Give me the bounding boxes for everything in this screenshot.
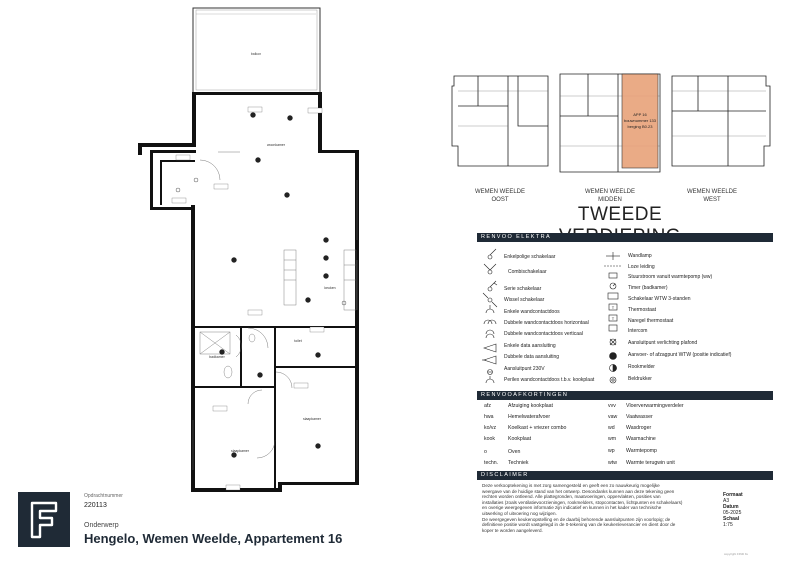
abbr-left-code-3: kook (484, 436, 495, 442)
building-label-west: WEMEN WEELDE WEST (686, 189, 737, 203)
balcony-label: balkon (251, 52, 261, 56)
building-label-midden: WEMEN WEELDE MIDDEN (584, 189, 635, 203)
abbr-right-code-0: vvv (608, 403, 616, 409)
legend-electra-right-11: Beldrukker (628, 376, 652, 382)
legend-electra-right-3: Timer (badkamer) (628, 285, 668, 291)
legend-electra-right-10: Rookmelder (628, 364, 655, 370)
svg-text:T: T (612, 305, 615, 310)
abbr-left-text-5: Techniek (508, 460, 529, 466)
balcony-area: balkon (192, 7, 321, 94)
meta-format: Formaat A3 Datum 05-2025 Schaal 1:75 (723, 492, 743, 528)
bathroom-fixtures (199, 331, 256, 379)
logo-mark-icon (30, 501, 58, 539)
legend-electra-left-1: Combischakelaar (508, 269, 547, 275)
abbr-right-text-3: Wasmachine (626, 436, 656, 442)
abbr-right-text-5: Warmte terugwin unit (626, 460, 675, 466)
legend-electra-header: RENVOO ELEKTRA (477, 233, 773, 242)
legend-electra-right-5: Thermostaat (628, 307, 657, 313)
abbr-right-code-1: vaw (608, 414, 618, 420)
abbr-right-code-5: wtw (608, 460, 617, 466)
abbr-left-code-1: hwa (484, 414, 494, 420)
abbr-left-text-2: Koelkast + vriezer combo (508, 425, 567, 431)
abbr-left-text-4: Oven (508, 449, 521, 455)
legend-electra-left-8: Dubbele data aansluiting (504, 354, 560, 360)
legend-electra-left-10: Perilex wandcontactdoos t.b.v. kookplaat (504, 377, 595, 383)
legend-abbr-header: RENVOOAFKORTINGEN (477, 391, 773, 400)
key-plan: APP 16 bouwnummer 133 berging B0.23 (451, 73, 771, 173)
disclaimer-header: DISCLAIMER (477, 471, 773, 480)
legend-electra-left-5: Dubbele wandcontactdoos horizontaal (504, 320, 589, 326)
legend-electra-right-9: Aanvoer- of afzagpunt WTW (positie indic… (628, 352, 732, 358)
legend-electra-right-7: Intercom (628, 328, 648, 334)
legend-electra-left-9: Aansluitpunt 230V (504, 366, 545, 372)
legend-electra-left-6: Dubbele wandcontactdoos verticaal (504, 331, 583, 337)
abbr-right-code-4: wp (608, 448, 615, 454)
legend-electra-right-8: Aansluitpunt verlichting plafond (628, 340, 698, 346)
subject-value: Hengelo, Wemen Weelde, Appartement 16 (84, 531, 343, 546)
floor-plan: balkon (138, 7, 359, 492)
highlighted-apartment (621, 73, 659, 169)
subject-label: Onderwerp (84, 522, 119, 529)
legend-electra-left-7: Enkele data aansluiting (504, 343, 556, 349)
highlight-line-3: berging B0.23 (628, 124, 654, 129)
building-label-oost: WEMEN WEELDE OOST (474, 189, 525, 203)
room-label-toilet: toilet (294, 339, 301, 343)
abbr-left-code-0: afz (484, 403, 491, 409)
dimension-tags (171, 106, 325, 491)
highlight-line-1: APP 16 (633, 112, 647, 117)
room-label-bedroom-2: slaapkamer (303, 417, 322, 421)
room-label-kitchen: keuken (324, 286, 335, 290)
disclaimer-text: Deze verkooptekening is met zorg samenge… (482, 483, 683, 533)
abbr-left-text-0: Afzuiging kookplaat (508, 403, 553, 409)
walls (138, 92, 359, 492)
electrical-symbols (175, 112, 347, 458)
abbr-right-code-3: wm (608, 436, 617, 442)
legend-electra-left-4: Enkele wandcontactdoos (504, 309, 560, 315)
room-label-bathroom: badkamer (209, 355, 225, 359)
legend-electra-right-2: Stuurstroom vanuit warmtepomp (ww) (628, 274, 713, 280)
highlight-line-2: bouwnummer 133 (624, 118, 657, 123)
company-logo (18, 492, 70, 547)
room-label-bedroom-1: slaapkamer (231, 449, 250, 453)
abbr-left-text-1: Hemelwaterafvoer (508, 414, 551, 420)
legend-electra-right-4: Schakelaar WTW 3-standen (628, 296, 691, 302)
legend-electra-left-symbols (482, 248, 498, 384)
legend-electra-right-1: Loze leiding (628, 264, 655, 270)
abbr-right-text-0: Vloerverwarmingverdeler (626, 403, 684, 409)
abbr-left-code-4: o (484, 449, 487, 455)
abbr-left-text-3: Kookplaat (508, 436, 532, 442)
legend-electra-left-0: Enkelpolige schakelaar (504, 254, 556, 260)
abbr-right-text-4: Warmtepomp (626, 448, 657, 454)
abbr-right-text-1: Vaatwasser (626, 414, 653, 420)
room-label-living: woonkamer (267, 143, 286, 147)
abbr-right-code-2: wd (608, 425, 615, 431)
legend-electra-right-0: Wandlamp (628, 253, 652, 259)
legend-electra-left-2: Serie schakelaar (504, 286, 542, 292)
legend-electra-left-3: Wissel schakelaar (504, 297, 545, 303)
legend-electra-right-symbols: T T (604, 252, 622, 384)
abbr-left-code-5: techn. (484, 460, 499, 466)
abbr-right-text-2: Wasdroger (626, 425, 652, 431)
order-label: Opdrachtnummer (84, 493, 123, 499)
order-value: 220113 (84, 502, 107, 509)
abbr-left-code-2: ko/vz (484, 425, 497, 431)
doors (199, 151, 293, 459)
kitchen-block (283, 249, 357, 311)
copyright: copyright FIND bv (724, 552, 749, 556)
windows (192, 180, 358, 470)
svg-text:T: T (612, 316, 615, 321)
legend-electra-right-6: Naregel thermostaat (628, 318, 674, 324)
